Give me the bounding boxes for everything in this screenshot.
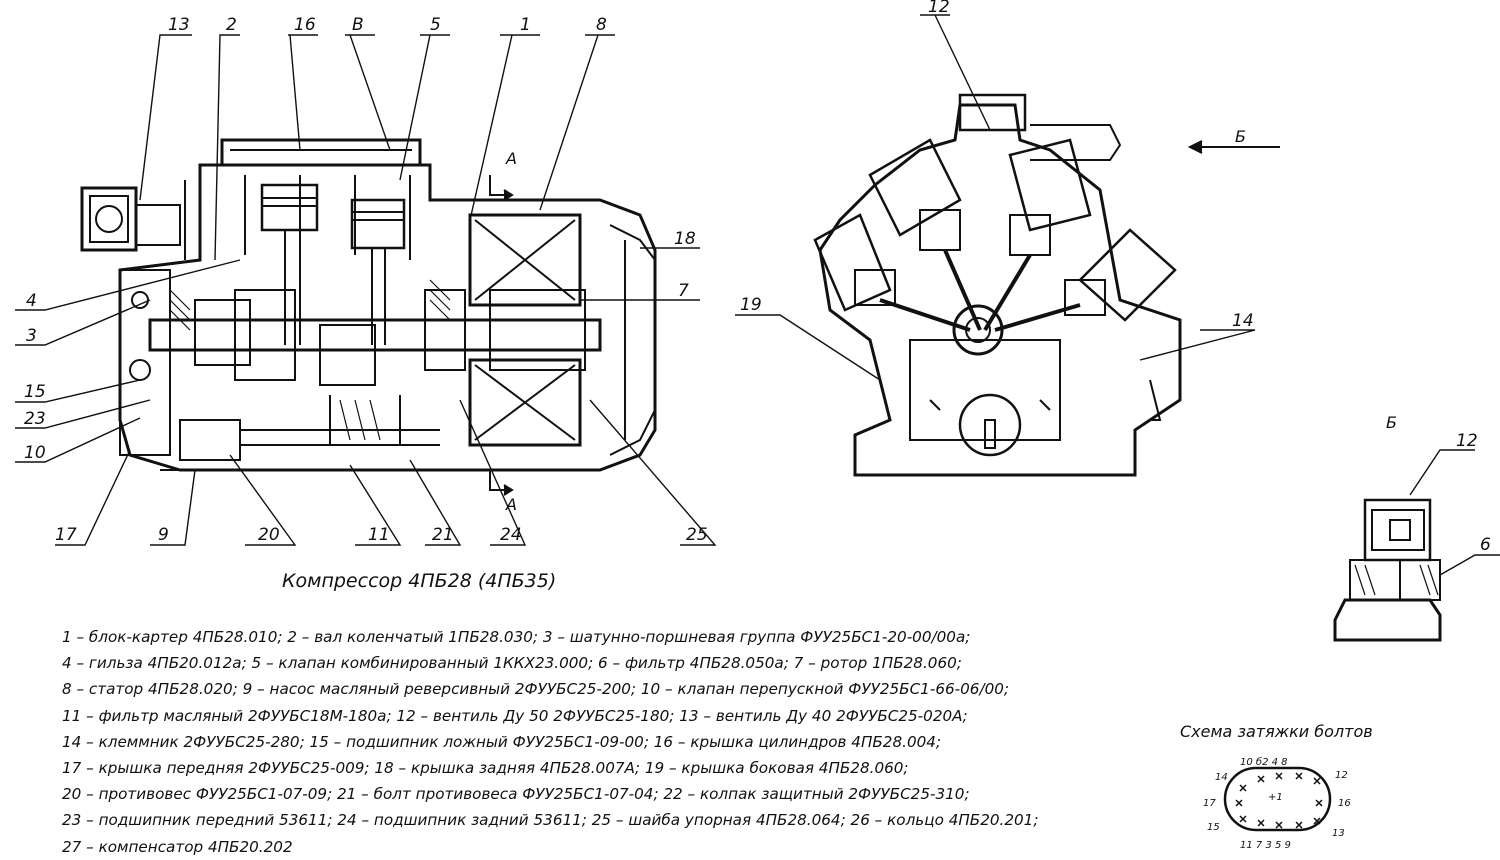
legend-line: 17 – крышка передняя 2ФУУБС25-009; 18 – …	[62, 759, 909, 778]
bolt-top-numbers: 10 б2 4 8	[1240, 756, 1288, 768]
legend-line: 23 – подшипник передний 53611; 24 – подш…	[62, 811, 1039, 830]
callout-11: 11	[368, 525, 390, 545]
section-line-a	[489, 175, 514, 496]
bolt-left: 17	[1203, 798, 1216, 809]
callout-14: 14	[1232, 311, 1254, 331]
view-b-detail	[1333, 449, 1500, 642]
bolt-right-bottom: 13	[1332, 828, 1345, 839]
longitudinal-section	[80, 138, 657, 472]
legend-line: 20 – противовес ФУУ25БС1-07-09; 21 – бол…	[62, 785, 970, 804]
callout-15: 15	[24, 382, 46, 402]
callout-25: 25	[686, 525, 708, 545]
callout-16: 16	[294, 15, 316, 35]
legend-line: 11 – фильтр масляный 2ФУУБС18М-180а; 12 …	[62, 706, 968, 725]
bolt-scheme	[1223, 766, 1332, 832]
callout-12-detail: 12	[1456, 431, 1478, 451]
bolt-center: +1	[1268, 792, 1283, 803]
callout-19: 19	[740, 295, 762, 315]
section-a-bottom: А	[505, 495, 517, 514]
callout-10: 10	[24, 443, 46, 463]
bolt-right: 16	[1338, 798, 1351, 809]
view-b-label: Б	[1386, 413, 1397, 432]
callout-21: 21	[432, 525, 454, 545]
callout-2: 2	[226, 15, 237, 35]
transverse-section	[813, 93, 1182, 477]
callout-17: 17	[55, 525, 77, 545]
callout-9: 9	[158, 525, 169, 545]
callout-23: 23	[24, 409, 46, 429]
arrow-b	[1187, 140, 1280, 154]
parts-legend: 1 – блок-картер 4ПБ28.010; 2 – вал колен…	[62, 624, 1038, 860]
callout-3: 3	[26, 326, 37, 346]
bolt-bottom-numbers: 11 7 3 5 9	[1240, 840, 1291, 851]
callout-12: 12	[928, 0, 950, 17]
callout-8: 8	[596, 15, 607, 35]
callout-13: 13	[168, 15, 190, 35]
callout-b-cyr: В	[352, 15, 364, 35]
arrow-b-label: Б	[1235, 127, 1246, 146]
bolt-right-top: 12	[1335, 770, 1348, 781]
legend-line: 8 – статор 4ПБ28.020; 9 – насос масляный…	[62, 680, 1010, 699]
callout-7: 7	[678, 281, 689, 301]
drawing-title: Компрессор 4ПБ28 (4ПБ35)	[282, 570, 557, 592]
legend-line: 4 – гильза 4ПБ20.012а; 5 – клапан комбин…	[62, 654, 962, 673]
bolt-left-bottom: 15	[1207, 822, 1220, 833]
bolt-scheme-title: Схема затяжки болтов	[1180, 722, 1373, 741]
callout-5: 5	[430, 15, 441, 35]
callout-20: 20	[258, 525, 280, 545]
legend-line: 1 – блок-картер 4ПБ28.010; 2 – вал колен…	[62, 628, 971, 646]
leader-lines-right	[735, 14, 1256, 381]
legend-line: 27 – компенсатор 4ПБ20.202	[62, 837, 293, 856]
bolt-left-top: 14	[1215, 772, 1228, 783]
section-a-top: А	[505, 149, 517, 168]
callout-4: 4	[26, 291, 37, 311]
legend-line: 14 – клеммник 2ФУУБС25-280; 15 – подшипн…	[62, 732, 942, 751]
callout-18: 18	[674, 229, 696, 249]
callout-1: 1	[520, 15, 531, 35]
callout-24: 24	[500, 525, 522, 545]
callout-6: 6	[1480, 535, 1491, 555]
leader-lines-left	[15, 34, 717, 546]
